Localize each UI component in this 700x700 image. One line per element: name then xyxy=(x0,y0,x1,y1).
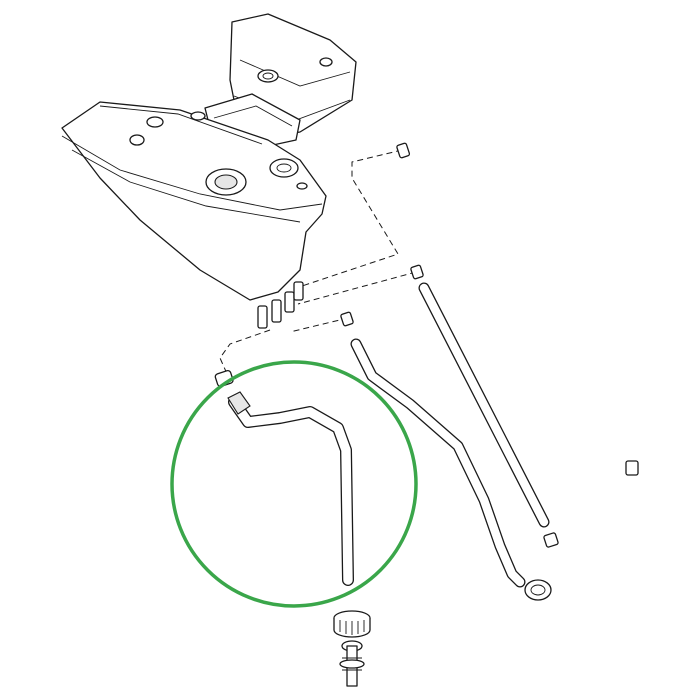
band-clamp xyxy=(333,610,371,638)
hose-straight-middle xyxy=(418,282,559,548)
hose-highlighted xyxy=(227,391,354,586)
connection-lines xyxy=(219,149,417,377)
hose-curved-middle xyxy=(350,338,552,601)
reservoir-tank xyxy=(61,13,357,329)
highlight-circle xyxy=(170,360,418,608)
hose-long-right xyxy=(401,167,639,476)
connector-fitting xyxy=(339,640,365,687)
